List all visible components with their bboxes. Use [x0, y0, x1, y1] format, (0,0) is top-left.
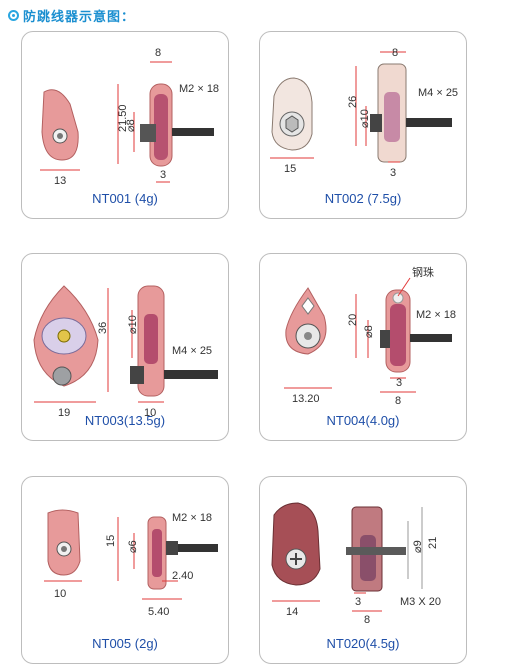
dim-bolt: M2 × 18 — [416, 309, 456, 321]
steel-ball-shape — [392, 292, 404, 304]
product-card-nt005: 15 ⌀6 M2 × 18 10 2.40 5.40 NT005 (2g) — [21, 476, 229, 664]
bolt-head-shape — [57, 329, 71, 343]
dim-bolt: M3 X 20 — [400, 596, 441, 608]
dim-d: ⌀6 — [127, 540, 139, 553]
product-caption: NT005 (2g) — [92, 636, 158, 651]
bolt-head-shape — [57, 133, 63, 139]
dim-h: 21 — [427, 537, 439, 549]
diagram-nt005: 15 ⌀6 M2 × 18 10 2.40 5.40 — [44, 509, 218, 618]
dim-d: ⌀10 — [127, 315, 139, 334]
dim-base: 13 — [54, 175, 66, 187]
product-caption: NT001 (4g) — [92, 191, 158, 206]
product-card-nt001: 8 21.50 ⌀8 M2 × 18 13 3 NT001 (4g) — [21, 31, 229, 219]
product-card-nt004: 钢珠 20 ⌀8 M2 × 18 13.20 3 8 NT004(4.0g) — [259, 253, 467, 441]
bolt-shape — [172, 128, 214, 136]
bolt-shape — [410, 334, 452, 342]
dim-base: 15 — [284, 163, 296, 175]
dim-h: 21.50 — [117, 104, 129, 132]
product-caption: NT004(4.0g) — [326, 413, 400, 428]
dim-total: 8 — [395, 395, 401, 407]
dim-w2: 5.40 — [148, 606, 169, 618]
bolt-shape — [346, 547, 406, 555]
bolt-shape — [164, 370, 218, 379]
dim-w: 3 — [396, 377, 402, 389]
dim-w: 8 — [155, 47, 161, 59]
roller-shape — [152, 529, 162, 577]
nut-side-shape — [380, 330, 390, 348]
dim-w1: 3 — [355, 596, 361, 608]
dim-bolt: M4 × 25 — [418, 87, 458, 99]
product-caption: NT002 (7.5g) — [324, 191, 402, 206]
dim-d: ⌀8 — [125, 119, 137, 132]
ball-leader-line — [397, 277, 411, 297]
dim-base: 14 — [286, 606, 298, 618]
roller-shape — [384, 92, 400, 142]
bullet-icon — [8, 9, 19, 21]
roller-shape — [360, 535, 376, 581]
nut-side-shape — [130, 366, 144, 384]
nut-side-shape — [140, 124, 156, 142]
product-card-nt003: 36 ⌀10 M4 × 25 19 10 NT003(13.5g) — [21, 253, 229, 441]
dim-base: 10 — [54, 588, 66, 600]
dim-d: ⌀8 — [363, 325, 375, 338]
roller-shape — [390, 304, 406, 366]
dim-flange: 10 — [144, 407, 156, 419]
roller-shape — [144, 314, 158, 364]
page-title: 防跳线器示意图： — [23, 8, 136, 24]
ball-window-shape — [301, 297, 315, 315]
dim-w1: 2.40 — [172, 570, 193, 582]
diagram-nt003: 36 ⌀10 M4 × 25 19 10 — [33, 285, 218, 419]
dim-ball: 钢珠 — [412, 265, 434, 279]
dim-h: 36 — [97, 322, 109, 334]
dim-flange: 3 — [390, 167, 396, 179]
dim-bolt: M2 × 18 — [179, 83, 219, 95]
bolt-head-shape — [285, 115, 299, 133]
dim-base: 13.20 — [292, 393, 320, 405]
diagram-nt004: 钢珠 20 ⌀8 M2 × 18 13.20 3 8 — [284, 265, 456, 407]
dim-bolt: M4 × 25 — [172, 345, 212, 357]
diagram-nt002: 8 26 ⌀10 M4 × 25 15 3 — [270, 47, 458, 179]
product-caption: NT020(4.5g) — [326, 636, 400, 651]
dim-w: 8 — [392, 47, 398, 59]
dim-bolt: M2 × 18 — [172, 512, 212, 524]
dim-d: ⌀10 — [359, 109, 371, 128]
nut-shape — [52, 366, 72, 386]
dim-w2: 8 — [364, 614, 370, 626]
dim-h: 15 — [105, 535, 117, 547]
product-caption: NT003(13.5g) — [84, 413, 166, 428]
bolt-head-shape — [61, 546, 67, 552]
dim-flange: 3 — [160, 169, 166, 181]
bolt-shape — [178, 544, 218, 552]
product-card-nt002: 8 26 ⌀10 M4 × 25 15 3 NT002 (7.5g) — [259, 31, 467, 219]
nut-side-shape — [370, 114, 382, 132]
product-card-nt020: 21 ⌀9 14 3 8 M3 X 20 NT020(4.5g) — [259, 476, 467, 664]
bolt-shape — [406, 118, 452, 127]
diagram-nt020: 21 ⌀9 14 3 8 M3 X 20 — [271, 502, 441, 626]
bolt-head-shape — [304, 332, 312, 340]
nut-side-shape — [166, 541, 178, 555]
front-body-shape — [271, 502, 321, 586]
dim-h: 20 — [347, 314, 359, 326]
header: 防跳线器示意图： — [8, 6, 135, 24]
roller-shape — [154, 94, 168, 160]
front-body-shape — [41, 89, 79, 161]
dim-h: 26 — [347, 96, 359, 108]
dim-base: 19 — [58, 407, 70, 419]
diagram-nt001: 8 21.50 ⌀8 M2 × 18 13 3 — [40, 47, 219, 187]
dim-d: ⌀9 — [412, 540, 424, 553]
